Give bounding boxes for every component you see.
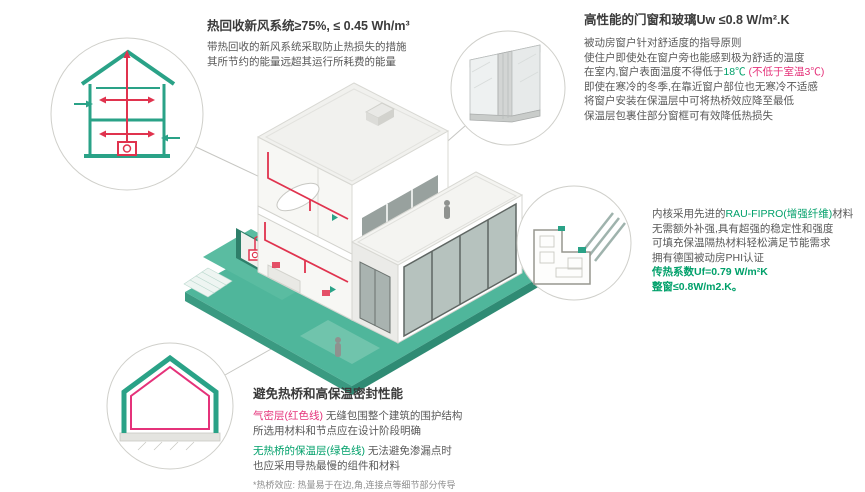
- glazing-line-3: 在室内,窗户表面温度不得低于18℃ (不低于室温3℃): [584, 65, 862, 80]
- ground-slab: [119, 432, 221, 442]
- thermal-note: 避免热桥和高保温密封性能 气密层(红色线) 无缝包围整个建筑的围护结构 所选用材…: [253, 386, 598, 491]
- profile-material-name: RAU-FIPRO(增强纤维): [725, 208, 833, 220]
- thermal-p2-line-1: 无热桥的保温层(绿色线) 无法避免渗漏点时: [253, 444, 598, 459]
- window-detail-circle: [450, 30, 566, 146]
- profile-line-1-c: 材料: [832, 208, 854, 220]
- glazing-line-1: 被动房窗户针对舒适度的指导原则: [584, 37, 742, 49]
- hrv-box-fan: [122, 144, 132, 153]
- radiator: [322, 290, 330, 296]
- profile-chambers: [539, 235, 583, 278]
- glazing-temp-value: 18℃: [723, 66, 746, 79]
- airtight-layer-red-line: [130, 365, 210, 430]
- duct-lines: [264, 152, 349, 283]
- glazing-note: 高性能的门窗和玻璃Uw ≤0.8 W/m².K 被动房窗户针对舒适度的指导原则 …: [584, 12, 862, 124]
- house-cutaway: [256, 82, 524, 357]
- ventilation-title: 热回收新风系统≥75%, ≤ 0.45 Wh/m³: [207, 19, 410, 33]
- airtight-layer-label: 气密层(红色线): [253, 410, 323, 422]
- person-on-path: [335, 337, 341, 357]
- thermal-p2-line-2: 也应采用导热最慢的组件和材料: [253, 459, 400, 472]
- glazing-title: 高性能的门窗和玻璃Uw ≤0.8 W/m².K: [584, 13, 790, 27]
- hrv-box: [117, 141, 137, 156]
- ground-hatch: [137, 441, 195, 451]
- supply-air-arrows: [330, 214, 338, 293]
- glass-reflections: [471, 53, 539, 89]
- ventilation-note: 热回收新风系统≥75%, ≤ 0.45 Wh/m³ 带热回收的新风系统采取防止热…: [207, 18, 552, 69]
- profile-uw-value: 整窗≤0.8W/m2.K。: [652, 280, 743, 293]
- thermal-p1-line-1: 气密层(红色线) 无缝包围整个建筑的围护结构: [253, 409, 598, 424]
- wing-roof: [350, 171, 524, 266]
- insulation-layer-label: 无热桥的保温层(绿色线): [253, 445, 365, 458]
- thermal-footnote: *热桥效应: 热量易于在边,角,连接点等细节部分传导: [253, 480, 456, 491]
- profile-uf-value: 传热系数Uf=0.79 W/m²K: [652, 266, 768, 279]
- bottom-frame: [469, 109, 541, 123]
- exhaust-duct: [106, 58, 148, 146]
- roof-parapet: [264, 88, 442, 182]
- garden-steps: [183, 267, 233, 298]
- ventilation-line-1: 带热回收的新风系统采取防止热损失的措施: [207, 41, 407, 53]
- triple-glazing: [582, 212, 626, 262]
- thermal-p1-line-2: 所选用材料和节点应在设计阶段明确: [253, 424, 421, 437]
- gasket: [558, 226, 565, 231]
- thermal-title: 避免热桥和高保温密封性能: [253, 387, 404, 401]
- bathtub: [276, 182, 320, 212]
- glazing-line-6: 保温层包裹住部分窗框可有效降低热损失: [584, 109, 773, 122]
- profile-line-4: 拥有德国被动房PHI认证: [652, 251, 765, 264]
- platform-side-right: [352, 262, 566, 395]
- roof-vent-unit: [364, 102, 396, 126]
- glazing-line-4: 即使在寒冷的冬季,在靠近窗户部位也无寒冷不适感: [584, 80, 818, 93]
- ventilation-line-2: 其所节约的能量远超其运行所耗费的能量: [207, 55, 396, 68]
- wing-roof-parapet: [356, 175, 518, 263]
- glazing-line-3-text: 在室内,窗户表面温度不得低于: [584, 66, 724, 79]
- person-on-roof: [444, 200, 450, 219]
- profile-line-3: 可填充保温隔热材料轻松满足节能需求: [652, 237, 831, 250]
- main-roof: [256, 82, 450, 186]
- fresh-air-arrows: [74, 100, 180, 142]
- platform-side-left: [185, 292, 352, 395]
- glazing-line-5: 将窗户安装在保温层中可将热桥效应降至最低: [584, 95, 794, 108]
- exhaust-arrows: [99, 50, 155, 138]
- thermal-p1-rest: 无缝包围整个建筑的围护结构: [323, 410, 463, 422]
- ventilation-detail-circle: [50, 37, 204, 191]
- profile-line-2: 无需额外补强,具有超强的稳定性和强度: [652, 222, 834, 235]
- kitchen-counter: [267, 264, 301, 294]
- glazing-temp-note: (不低于室温3℃): [745, 66, 825, 79]
- radiator: [272, 262, 280, 268]
- profile-detail-circle: [516, 185, 632, 301]
- thermal-detail-circle: [106, 342, 234, 470]
- mullion-lines: [502, 52, 509, 119]
- leader-line-ventilation: [195, 146, 263, 179]
- profile-line-1: 内核采用先进的RAU-FIPRO(增强纤维)材料: [652, 207, 864, 222]
- profile-line-1-a: 内核采用先进的: [652, 208, 726, 220]
- thermal-p2-rest: 无法避免渗漏点时: [365, 445, 452, 458]
- profile-note: 内核采用先进的RAU-FIPRO(增强纤维)材料 无需额外补强,具有超强的稳定性…: [652, 207, 864, 295]
- gasket: [578, 247, 586, 253]
- glazing-line-2: 使住户即使处在窗户旁也能感到极为舒适的温度: [584, 51, 805, 64]
- insulation-layer-green-line: [121, 354, 219, 433]
